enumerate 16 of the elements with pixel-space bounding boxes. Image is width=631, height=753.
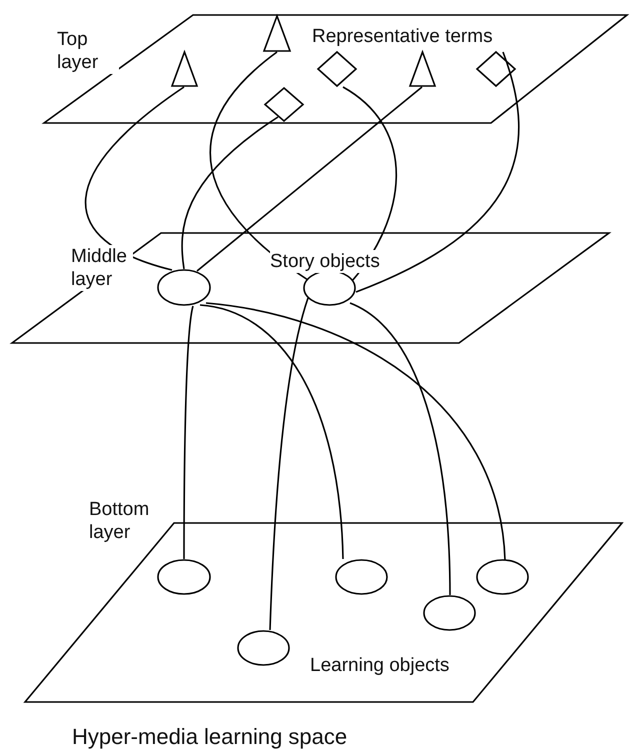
connector-line: [181, 116, 278, 270]
connector-line: [183, 306, 194, 559]
connector-line: [350, 302, 451, 596]
connector-line: [342, 86, 397, 282]
connector-line: [269, 298, 309, 630]
group-label: Representative terms: [312, 25, 493, 48]
connector-line: [196, 86, 422, 272]
connector-line: [210, 51, 308, 281]
caption: Hyper-media learning space: [72, 724, 348, 750]
connector-line: [85, 86, 184, 271]
layer-label: Middle layer: [71, 245, 133, 291]
connector-line: [200, 304, 344, 560]
group-label: Learning objects: [310, 654, 450, 677]
connector-line: [206, 302, 506, 560]
group-label: Story objects: [270, 250, 380, 273]
connector-line: [356, 52, 520, 293]
